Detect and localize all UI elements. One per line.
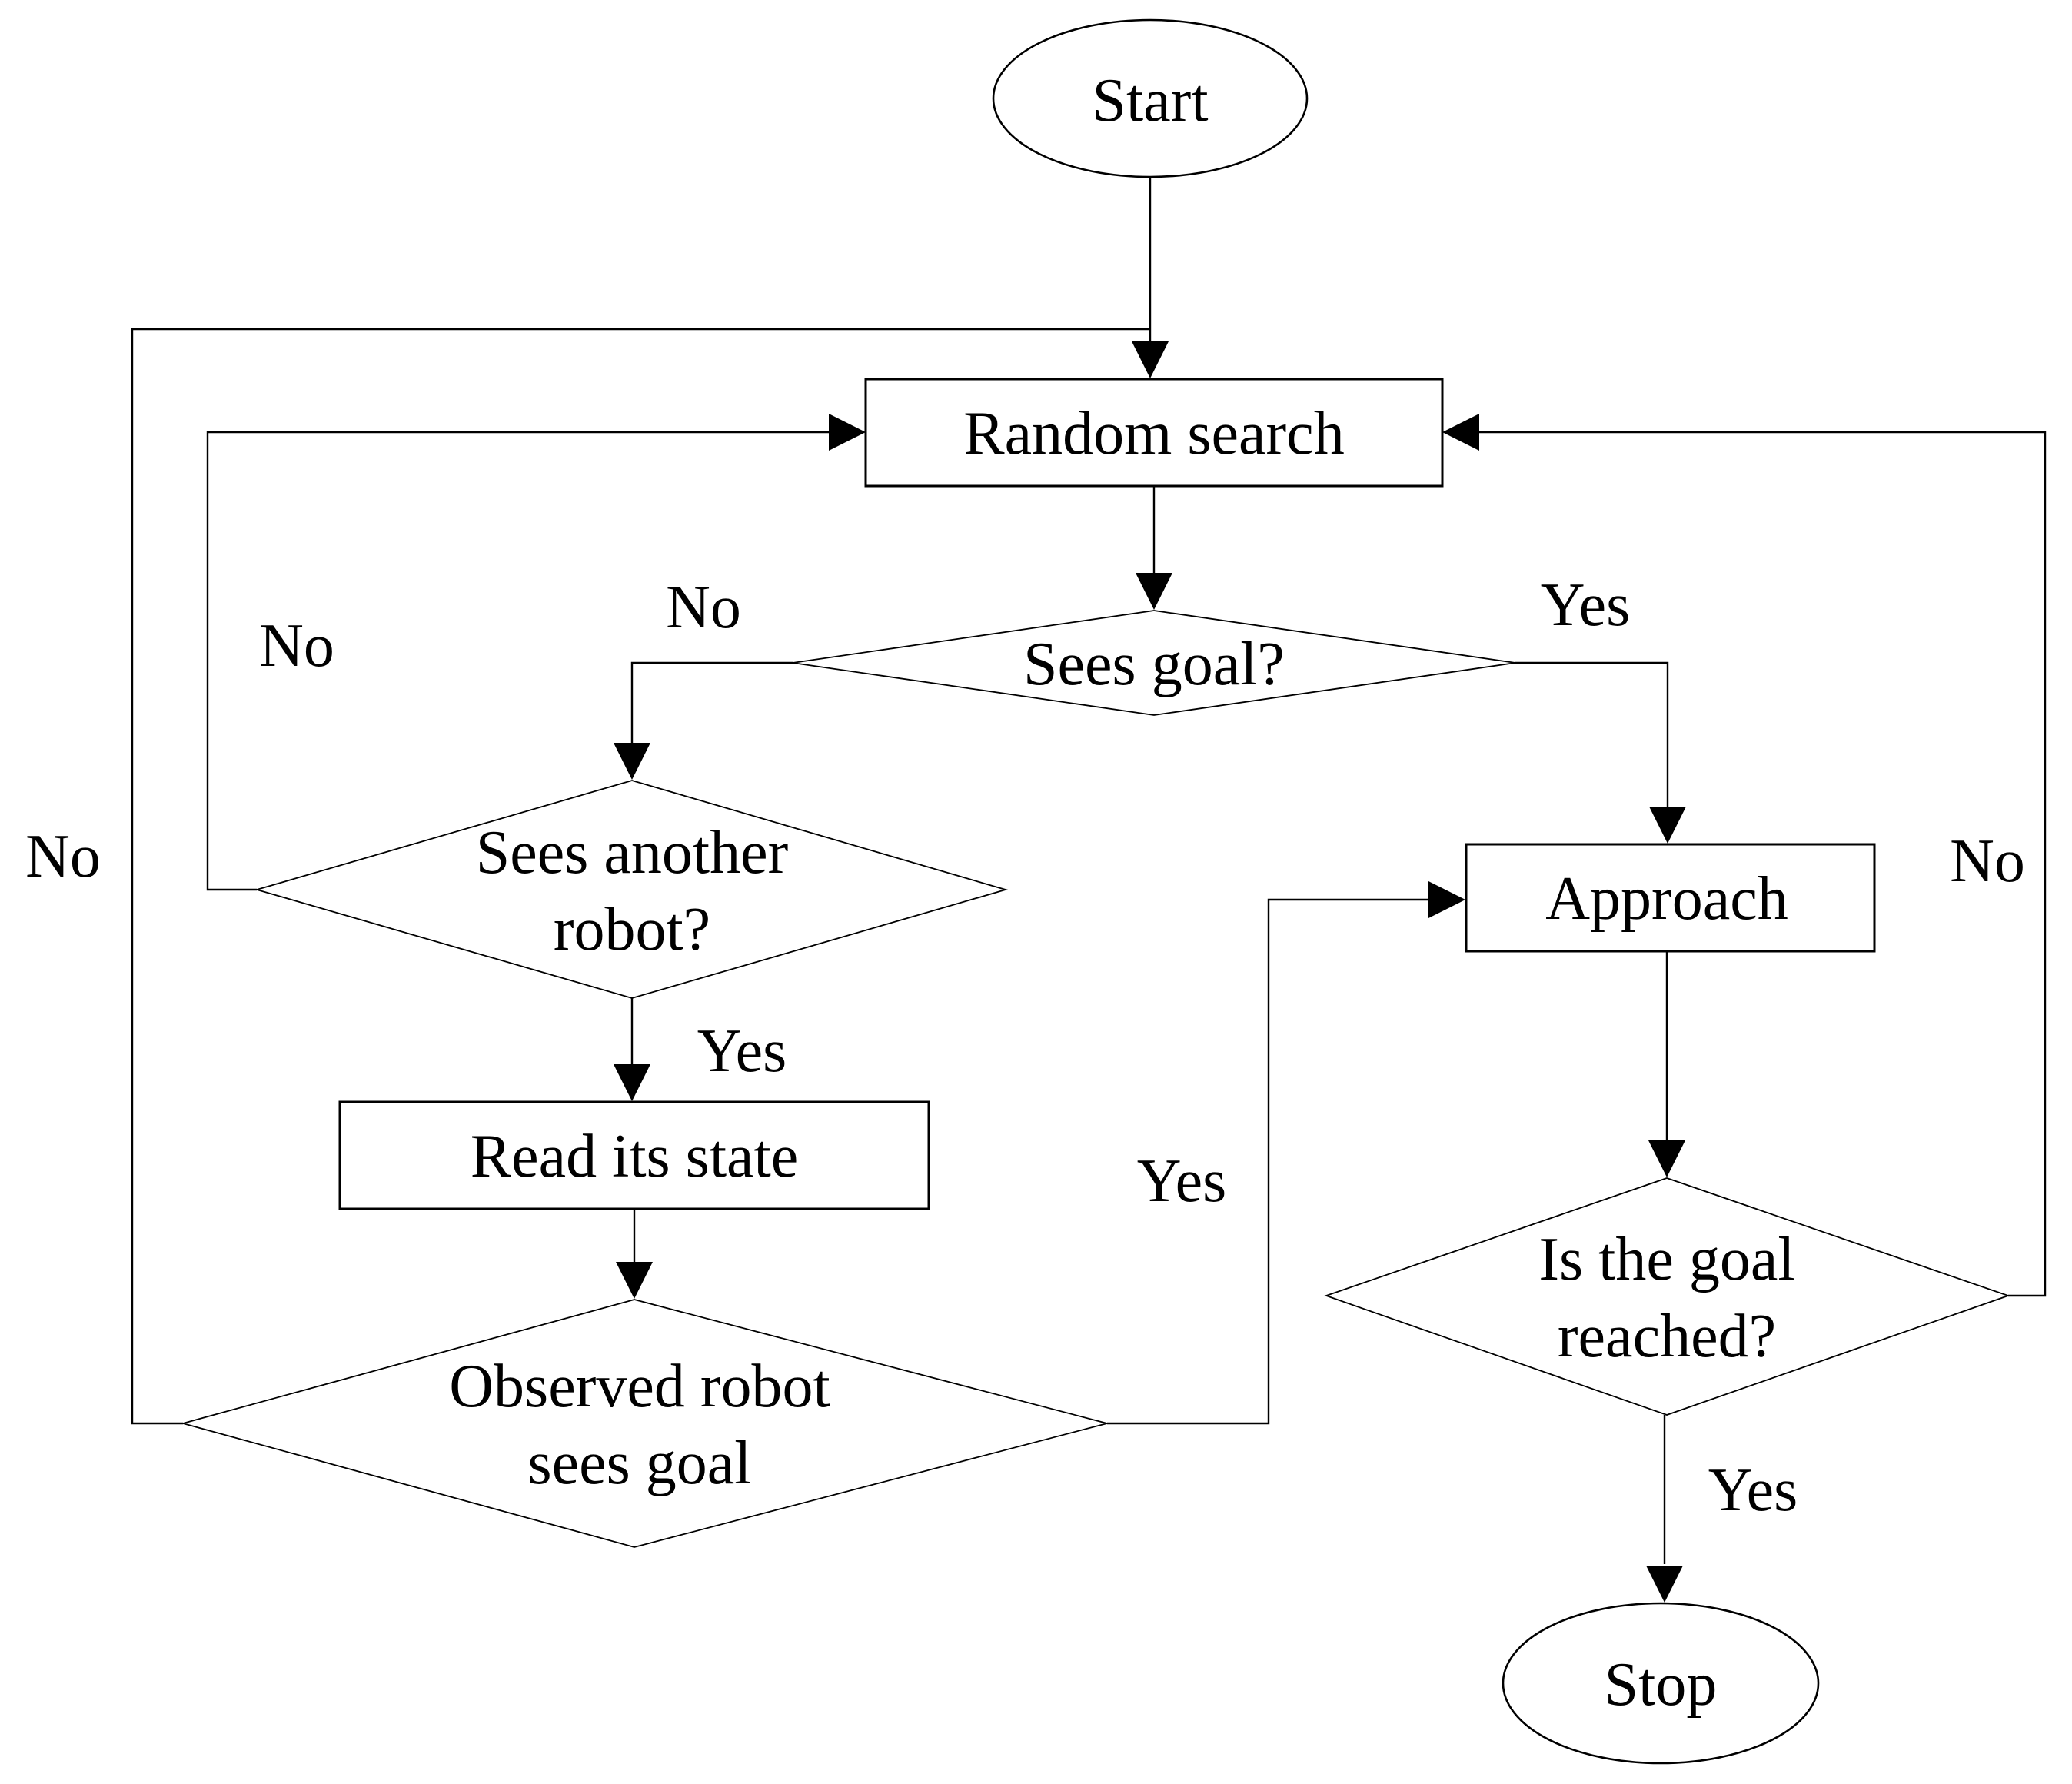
read-state-process-shape — [338, 1100, 930, 1210]
arrowhead-into-sees-goal — [1136, 573, 1172, 610]
edge-label-sees-goal-yes: Yes — [1541, 571, 1630, 639]
arrowhead-into-random-search-left — [829, 414, 866, 451]
edge-label-goal-reached-no: No — [1950, 827, 2025, 895]
edge-observed-yes — [1107, 898, 1430, 1425]
arrowhead-into-approach-top — [1649, 807, 1686, 844]
goal-reached-label-line1: Is the goal — [1538, 1226, 1794, 1293]
edge-sees-goal-no — [630, 661, 793, 744]
random-search-process-shape — [864, 378, 1444, 488]
arrowhead-into-goal-reached — [1648, 1140, 1685, 1177]
edge-label-sees-robot-yes: Yes — [697, 1017, 787, 1085]
edge-label-sees-robot-no: No — [259, 612, 334, 680]
observed-robot-label-line2: sees goal — [527, 1430, 751, 1497]
random-search-label: Random search — [963, 400, 1344, 468]
observed-robot-decision-shape — [180, 1299, 1110, 1548]
sees-another-robot-label-line2: robot? — [554, 896, 710, 964]
sees-goal-label: Sees goal? — [1023, 631, 1285, 698]
stop-terminator-shape — [1502, 1602, 1820, 1765]
arrowhead-into-sees-another-robot — [614, 743, 650, 780]
sees-goal-decision-shape — [792, 610, 1516, 716]
edge-observed-no-loop — [131, 328, 1150, 1425]
arrowhead-into-approach-left — [1428, 881, 1465, 918]
stop-label: Stop — [1605, 1651, 1718, 1719]
sees-another-robot-label-line1: Sees another — [476, 819, 789, 887]
start-label: Start — [1092, 67, 1208, 135]
arrowhead-into-observed-robot — [616, 1262, 653, 1299]
goal-reached-decision-shape — [1324, 1177, 2010, 1416]
approach-label: Approach — [1545, 865, 1788, 933]
edge-sees-goal-yes — [1515, 661, 1669, 808]
arrowhead-into-read-state — [614, 1064, 650, 1101]
edge-label-observed-no: No — [25, 823, 101, 890]
edge-label-goal-reached-yes: Yes — [1708, 1456, 1798, 1524]
arrowhead-into-random-search-top — [1132, 341, 1169, 378]
goal-reached-label-line2: reached? — [1558, 1303, 1776, 1370]
edge-label-sees-goal-no: No — [666, 574, 741, 641]
sees-another-robot-decision-shape — [254, 780, 1009, 999]
approach-process-shape — [1465, 843, 1876, 953]
edge-sees-robot-no-loop — [206, 431, 830, 891]
arrowhead-into-random-search-right — [1442, 414, 1479, 451]
observed-robot-label-line1: Observed robot — [449, 1353, 830, 1420]
start-terminator-shape — [992, 18, 1309, 178]
read-state-label: Read its state — [471, 1123, 799, 1190]
edge-goal-reached-no-loop — [1478, 431, 2047, 1297]
edge-label-observed-yes: Yes — [1137, 1147, 1226, 1215]
arrowhead-into-stop — [1646, 1566, 1683, 1603]
